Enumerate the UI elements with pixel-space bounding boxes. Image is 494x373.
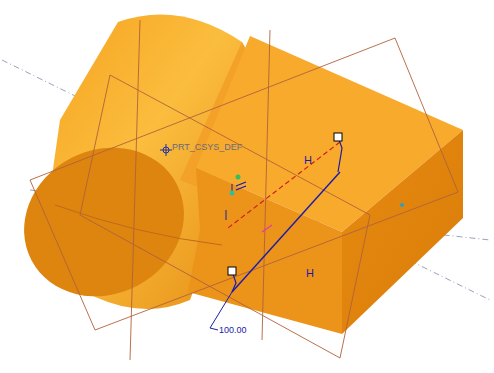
csys-symbol [160, 144, 172, 156]
dimension-symbol: H [304, 155, 312, 166]
dimension-value: 100.00 [219, 326, 247, 335]
datum-planes [30, 20, 458, 360]
dimension-symbol: H [306, 268, 314, 279]
sketch-geometry [55, 133, 404, 330]
csys-label: PRT_CSYS_DEF [172, 143, 242, 152]
block-feature [188, 36, 463, 334]
